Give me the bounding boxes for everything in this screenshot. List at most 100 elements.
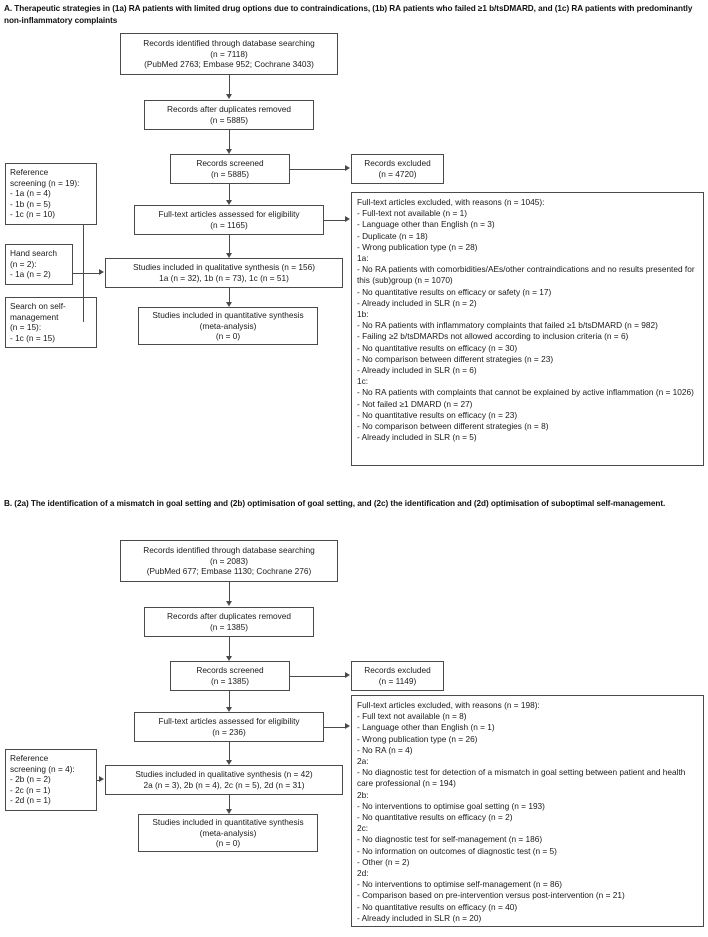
arrow-b-fulltext-to-excluded	[345, 723, 350, 729]
quantitative-b-line2: (meta-analysis)	[199, 827, 257, 838]
excl-b-group-3-reason-3: - Already included in SLR (n = 20)	[357, 912, 482, 923]
records-identified-b-line3: (PubMed 677; Embase 1130; Cochrane 276)	[146, 566, 312, 577]
duplicates-line1: Records after duplicates removed	[166, 104, 292, 115]
box-a-quantitative-synthesis: Studies included in quantitative synthes…	[138, 307, 318, 345]
excl-a-group-0-reason-0: - No RA patients with comorbidities/AEs/…	[357, 264, 697, 286]
arrow-b-ident-to-dup	[226, 601, 232, 606]
excl-a-group-1-reason-3: - No comparison between different strate…	[357, 353, 554, 364]
arrow-b-screened-to-fulltext	[226, 707, 232, 712]
excl-b-group-0-reason-0: - No diagnostic test for detection of a …	[357, 767, 688, 789]
records-excluded-b-line2: (n = 1149)	[378, 676, 417, 686]
connector-a-screened-to-fulltext	[229, 184, 230, 203]
quantitative-b-line3: (n = 0)	[215, 838, 241, 849]
refscreen-a-line2: screening (n = 19):	[10, 177, 80, 188]
excl-b-group-1-label: 2b:	[357, 789, 369, 800]
excl-b-general-2: - Wrong publication type (n = 26)	[357, 733, 478, 744]
qualitative-b-line2: 2a (n = 3), 2b (n = 4), 2c (n = 5), 2d (…	[143, 780, 305, 790]
selfmgmt-line1: Search on self-	[10, 301, 66, 311]
quantitative-b-line1: Studies included in quantitative synthes…	[152, 817, 304, 828]
box-a-self-management-search: Search on self- management (n = 15): - 1…	[5, 297, 97, 348]
records-excluded-line2: (n = 4720)	[378, 169, 417, 179]
excl-b-group-3-reason-2: - No quantitative results on efficacy (n…	[357, 901, 518, 912]
box-a-reference-screening: Reference screening (n = 19): - 1a (n = …	[5, 163, 97, 225]
connector-b-fulltext-to-qualitative	[229, 742, 230, 763]
box-a-fulltext-excluded-reasons: Full-text articles excluded, with reason…	[351, 192, 704, 466]
qualitative-line2: 1a (n = 32), 1b (n = 73), 1c (n = 51)	[159, 273, 289, 283]
excl-a-group-1-label: 1b:	[357, 309, 369, 320]
connector-b-ident-to-dup	[229, 582, 230, 604]
refscreen-b-line2: screening (n = 4):	[10, 763, 75, 774]
excl-b-group-2-reason-0: - No diagnostic test for self-management…	[357, 834, 543, 845]
excl-b-general-1: - Language other than English (n = 1)	[357, 722, 495, 733]
excl-b-group-2-label: 2c:	[357, 823, 369, 834]
selfmgmt-line4: - 1c (n = 15)	[10, 332, 55, 343]
quantitative-line2: (meta-analysis)	[199, 320, 257, 331]
connector-b-qual-to-quant	[229, 795, 230, 812]
box-b-fulltext-assessed: Full-text articles assessed for eligibil…	[134, 712, 324, 742]
excl-b-group-3-reason-0: - No interventions to optimise self-mana…	[357, 879, 562, 890]
refscreen-b-line5: - 2d (n = 1)	[10, 795, 51, 806]
arrow-a-fulltext-to-excluded	[345, 216, 350, 222]
box-b-duplicates-removed: Records after duplicates removed (n = 13…	[144, 607, 314, 637]
fulltext-b-line2: (n = 236)	[212, 727, 246, 737]
excl-b-group-1-reason-1: - No quantitative results on efficacy (n…	[357, 812, 513, 823]
excl-a-group-2-label: 1c:	[357, 376, 369, 387]
arrow-b-refscreen-to-qualitative	[99, 776, 104, 782]
quantitative-line3: (n = 0)	[215, 331, 241, 342]
excl-a-group-1-reason-2: - No quantitative results on efficacy (n…	[357, 342, 518, 353]
fulltext-line2: (n = 1165)	[210, 220, 248, 230]
excl-a-general-0: - Full-text not available (n = 1)	[357, 208, 467, 219]
arrow-a-fulltext-to-qualitative	[226, 253, 232, 258]
excl-b-group-0-label: 2a:	[357, 756, 369, 767]
quantitative-line1: Studies included in quantitative synthes…	[152, 310, 304, 321]
box-a-records-screened: Records screened (n = 5885)	[170, 154, 290, 184]
excl-a-group-1-reason-1: - Failing ≥2 b/tsDMARDs not allowed acco…	[357, 331, 629, 342]
connector-b-screened-to-excluded	[290, 676, 346, 677]
connector-a-screened-to-excluded	[290, 169, 346, 170]
box-a-duplicates-removed: Records after duplicates removed (n = 58…	[144, 100, 314, 130]
excl-a-group-2-reason-3: - No comparison between different strate…	[357, 421, 549, 432]
handsearch-line3: - 1a (n = 2)	[10, 269, 51, 280]
arrow-a-dup-to-screened	[226, 149, 232, 154]
panel-b-title: B. (2a) The identification of a mismatch…	[4, 499, 666, 508]
selfmgmt-line3: (n = 15):	[10, 322, 42, 333]
refscreen-b-line1: Reference	[10, 753, 49, 763]
arrow-a-screened-to-fulltext	[226, 200, 232, 205]
box-b-reference-screening: Reference screening (n = 4): - 2b (n = 2…	[5, 749, 97, 811]
excl-a-group-2-reason-0: - No RA patients with complaints that ca…	[357, 387, 694, 398]
excl-b-group-1-reason-0: - No interventions to optimise goal sett…	[357, 800, 545, 811]
records-excluded-b-line1: Records excluded	[364, 665, 431, 676]
refscreen-a-line1: Reference	[10, 167, 49, 177]
records-identified-line3: (PubMed 2763; Embase 952; Cochrane 3403)	[144, 59, 314, 70]
refscreen-a-line5: - 1c (n = 10)	[10, 209, 55, 220]
records-identified-b-line2: (n = 2083)	[209, 555, 249, 566]
box-b-fulltext-excluded-reasons: Full-text articles excluded, with reason…	[351, 695, 704, 927]
excl-b-general-0: - Full text not available (n = 8)	[357, 711, 467, 722]
arrow-b-screened-to-excluded	[345, 672, 350, 678]
arrow-b-fulltext-to-qualitative	[226, 760, 232, 765]
excl-a-general-3: - Wrong publication type (n = 28)	[357, 241, 478, 252]
box-a-records-identified: Records identified through database sear…	[120, 33, 338, 75]
excl-a-group-2-reason-2: - No quantitative results on efficacy (n…	[357, 409, 518, 420]
box-a-hand-search: Hand search (n = 2): - 1a (n = 2)	[5, 244, 73, 285]
refscreen-b-line4: - 2c (n = 1)	[10, 784, 51, 795]
excl-b-group-3-label: 2d:	[357, 868, 369, 879]
connector-a-left-trunk-to-qual	[73, 273, 100, 274]
connector-b-dup-to-screened	[229, 637, 230, 659]
excl-b-group-2-reason-1: - No information on outcomes of diagnost…	[357, 845, 557, 856]
box-b-qualitative-synthesis: Studies included in qualitative synthesi…	[105, 765, 343, 795]
excl-a-group-0-label: 1a:	[357, 253, 369, 264]
records-identified-line1: Records identified through database sear…	[143, 38, 315, 49]
box-a-records-excluded: Records excluded (n = 4720)	[351, 154, 444, 184]
screened-b-line1: Records screened	[196, 665, 264, 676]
panel-b: B. (2a) The identification of a mismatch…	[0, 495, 708, 937]
screened-line2: (n = 5885)	[210, 169, 250, 179]
excl-b-group-3-reason-1: - Comparison based on pre-intervention v…	[357, 890, 625, 901]
box-b-records-identified: Records identified through database sear…	[120, 540, 338, 582]
connector-a-qual-to-quant	[229, 288, 230, 305]
connector-b-screened-to-fulltext	[229, 691, 230, 710]
excl-b-heading: Full-text articles excluded, with reason…	[357, 700, 540, 710]
arrow-a-screened-to-excluded	[345, 165, 350, 171]
excl-a-group-1-reason-0: - No RA patients with inflammatory compl…	[357, 320, 658, 331]
duplicates-b-line1: Records after duplicates removed	[166, 611, 292, 622]
